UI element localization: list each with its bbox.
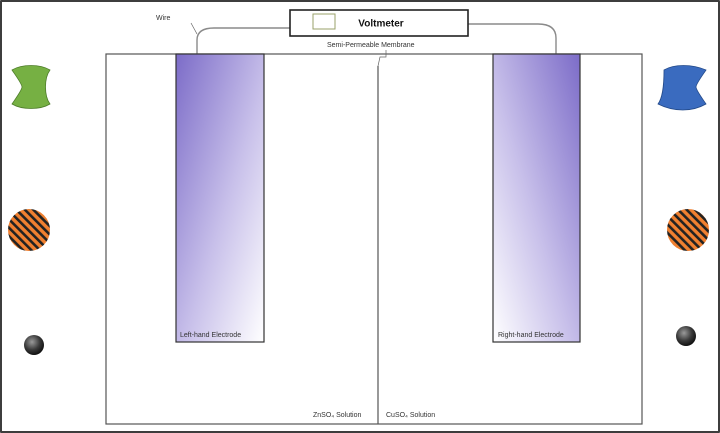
cup-shape-icon xyxy=(11,65,51,109)
cup-shape-icon xyxy=(657,65,707,111)
left-electrode-label: Left-hand Electrode xyxy=(180,332,241,339)
left-solution-label: ZnSO₄ Solution xyxy=(313,412,361,419)
right-solution-label: CuSO₄ Solution xyxy=(386,412,435,419)
membrane-pointer xyxy=(377,50,387,67)
left-electrode-plate xyxy=(175,53,265,343)
left-hatched-disc-token[interactable] xyxy=(6,207,52,253)
wire-label: Wire xyxy=(156,15,170,22)
right-hatched-disc-token[interactable] xyxy=(665,207,711,253)
voltmeter-label: Voltmeter xyxy=(358,19,403,30)
right-electrode: Right-hand Electrode xyxy=(492,53,581,343)
hatched-disc-icon xyxy=(665,207,711,253)
wire-left xyxy=(196,27,290,58)
hatched-disc-icon xyxy=(6,207,52,253)
ball-icon xyxy=(24,335,44,355)
wire-pointer xyxy=(190,22,198,35)
left-ball-token[interactable] xyxy=(24,335,44,355)
wire-right xyxy=(468,23,557,56)
left-electrode: Left-hand Electrode xyxy=(175,53,265,343)
right-cup-token[interactable] xyxy=(657,65,707,111)
voltmeter-display xyxy=(312,13,336,30)
ball-icon xyxy=(676,326,696,346)
voltmeter: Voltmeter xyxy=(289,9,469,37)
right-ball-token[interactable] xyxy=(676,326,696,346)
right-electrode-plate xyxy=(492,53,581,343)
membrane-label: Semi-Permeable Membrane xyxy=(327,42,415,49)
left-cup-token[interactable] xyxy=(11,65,51,109)
right-electrode-label: Right-hand Electrode xyxy=(498,332,564,339)
